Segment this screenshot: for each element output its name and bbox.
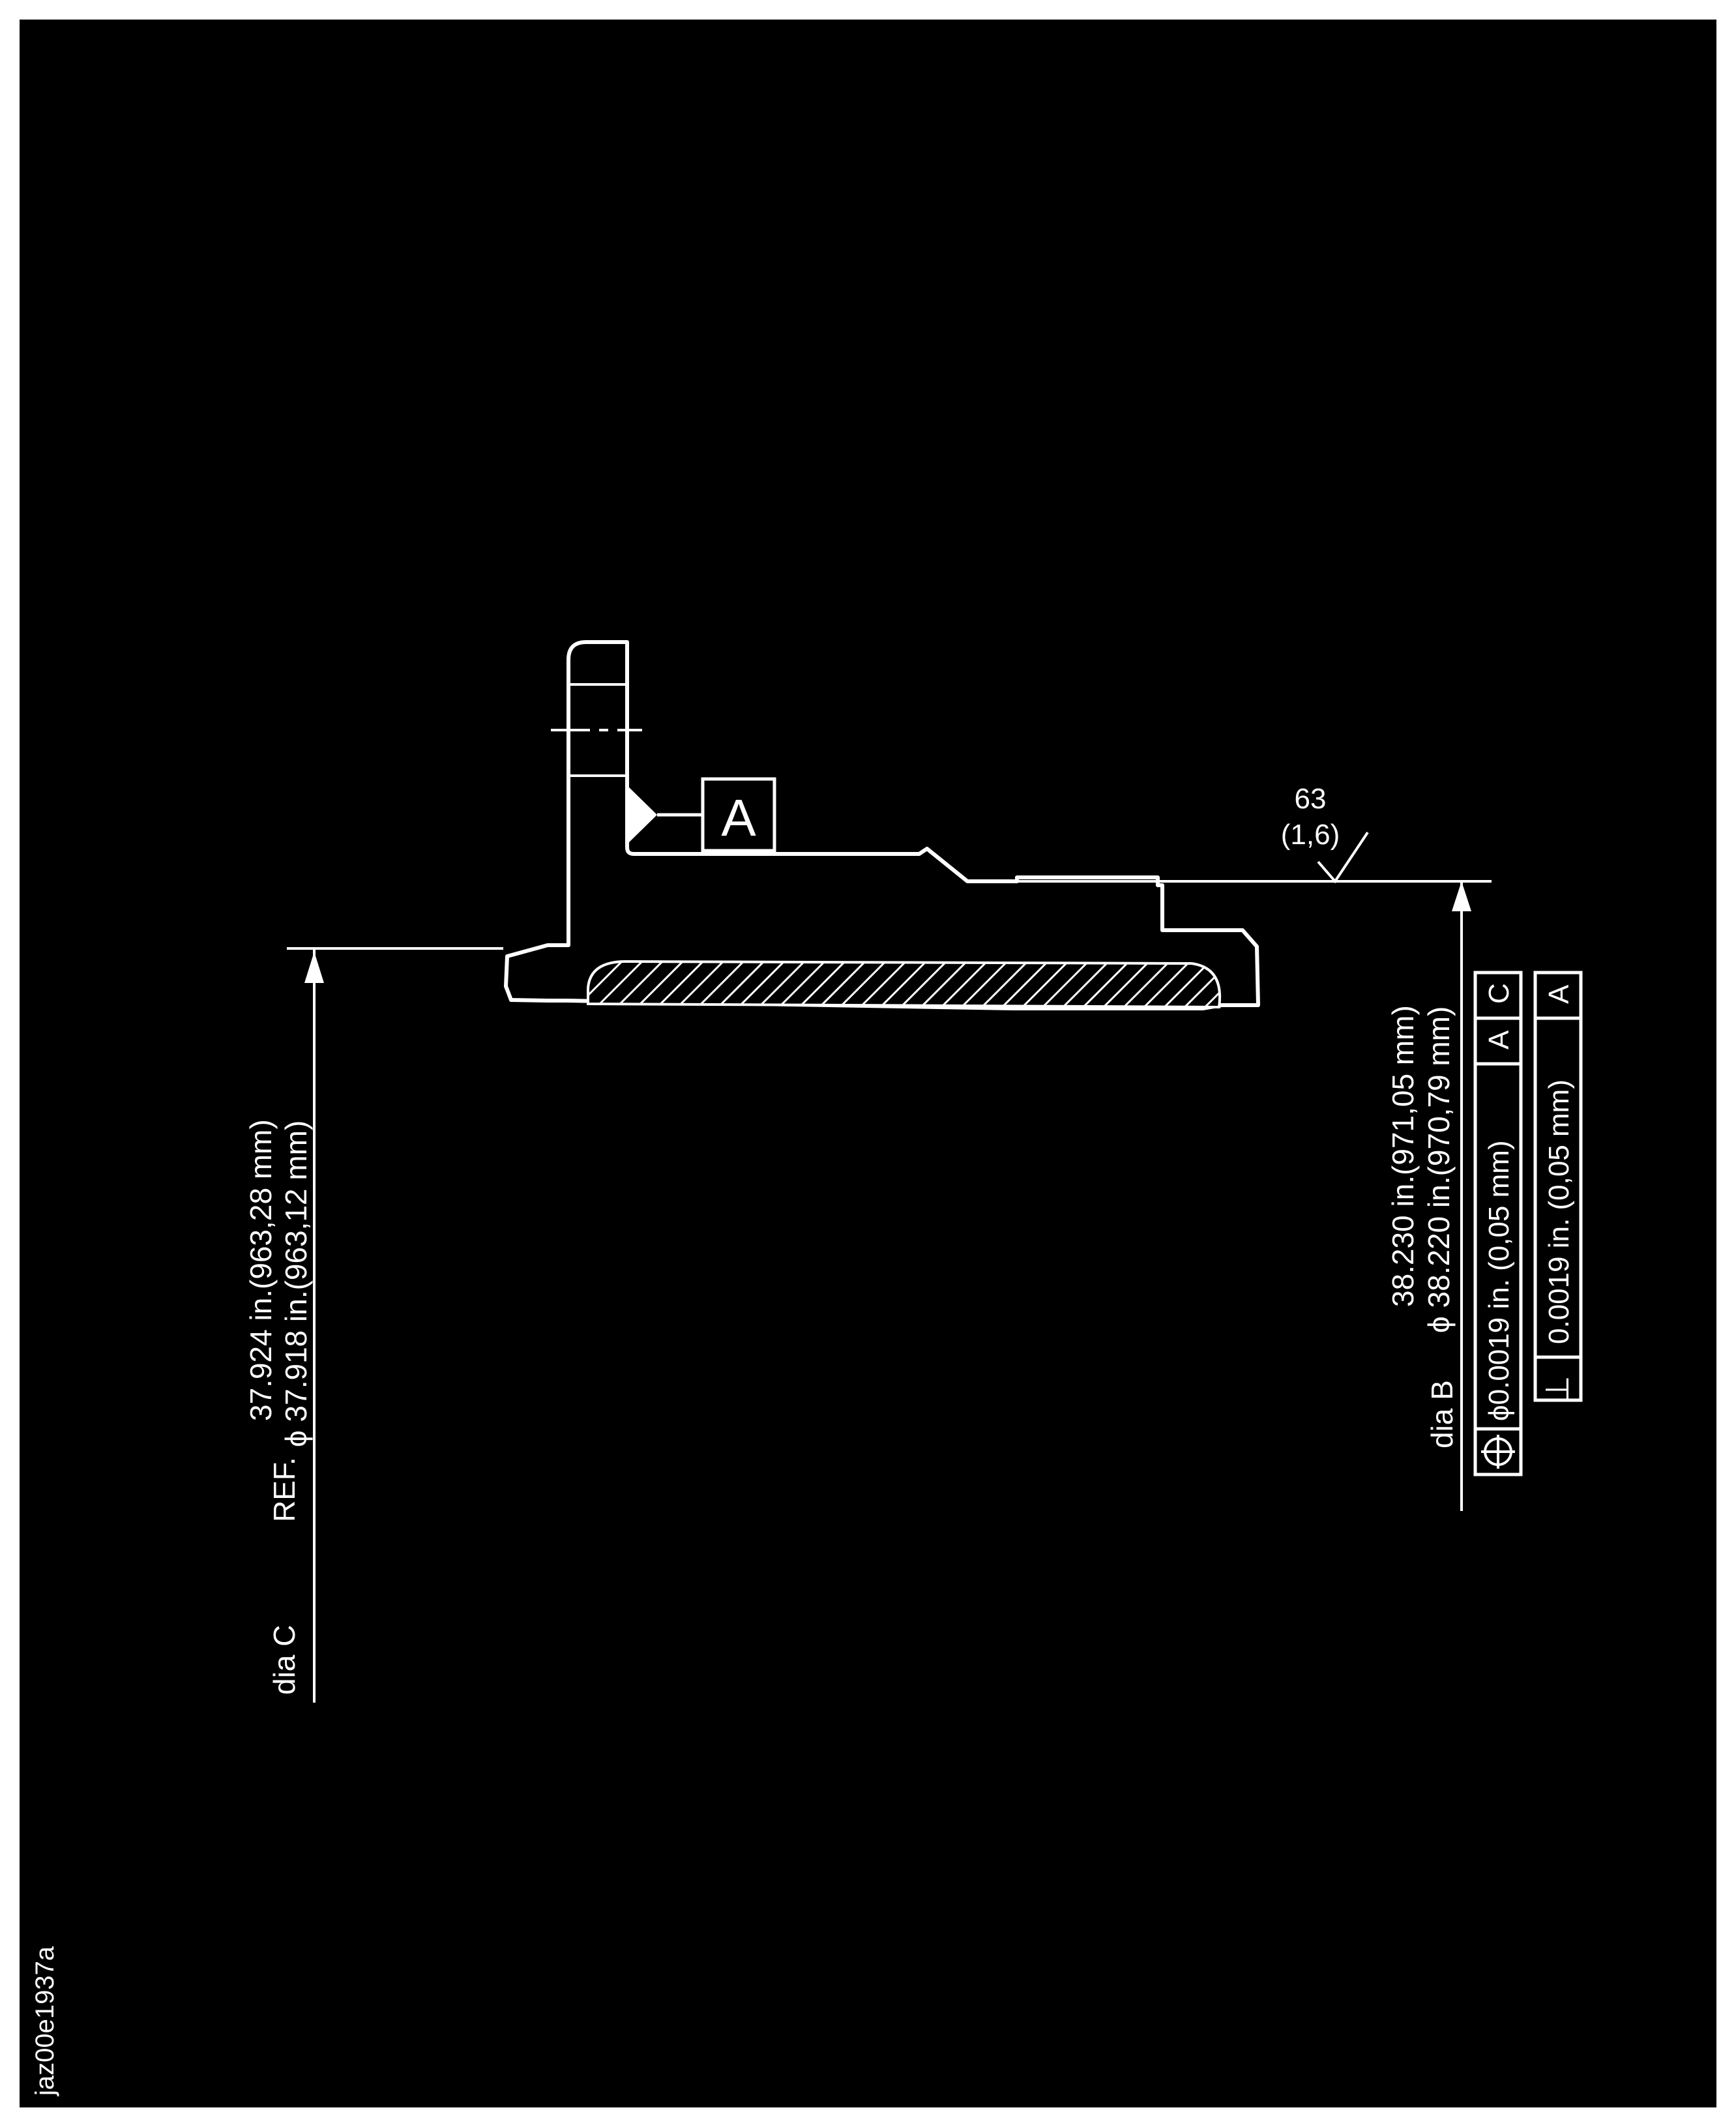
dia-c-upper-limit: 37.924 in.(963,28 mm) xyxy=(244,1119,278,1421)
perpendicularity-icon: ⊥ xyxy=(1539,1375,1576,1404)
datum-a-symbol: A xyxy=(627,777,776,853)
surface-finish-symbol: 63 (1,6) xyxy=(1017,783,1492,884)
dia-b-name: dia B xyxy=(1425,1380,1459,1448)
fcf-position-datum-1: A xyxy=(1483,1030,1515,1049)
section-hatch xyxy=(587,960,1221,1009)
dia-b-upper-limit: 38.230 in.(971,05 mm) xyxy=(1386,1005,1420,1307)
figure-id: jaz00e1937a xyxy=(31,1946,59,2096)
fcf-position-tolerance: ϕ0.0019 in. (0,05 mm) xyxy=(1483,1140,1515,1421)
fcf-position-datum-2: C xyxy=(1483,983,1515,1004)
fcf-position: ϕ0.0019 in. (0,05 mm) A C xyxy=(1473,971,1523,1476)
fcf-perpendicularity-datum-1: A xyxy=(1543,984,1575,1004)
dia-b-dimension: dia B 38.230 in.(971,05 mm) ϕ 38.220 in.… xyxy=(1386,881,1471,1511)
fcf-perpendicularity-tolerance: 0.0019 in. (0,05 mm) xyxy=(1543,1079,1575,1344)
position-icon xyxy=(1481,1435,1515,1469)
surface-finish-value: 63 xyxy=(1295,783,1327,815)
dia-c-ref: REF. xyxy=(267,1457,301,1522)
surface-finish-metric: (1,6) xyxy=(1281,819,1340,851)
drawing-background xyxy=(20,20,1716,2107)
dia-c-lower-limit: ϕ 37.918 in.(963,12 mm) xyxy=(279,1121,313,1447)
datum-a-label: A xyxy=(721,789,756,847)
dia-b-lower-limit: ϕ 38.220 in.(970,79 mm) xyxy=(1422,1006,1456,1333)
dia-c-name: dia C xyxy=(267,1625,301,1695)
fcf-perpendicularity: ⊥ 0.0019 in. (0,05 mm) A xyxy=(1533,971,1583,1404)
part-cross-section xyxy=(504,640,1260,1010)
dia-c-dimension: dia C REF. 37.924 in.(963,28 mm) ϕ 37.91… xyxy=(244,947,503,1703)
